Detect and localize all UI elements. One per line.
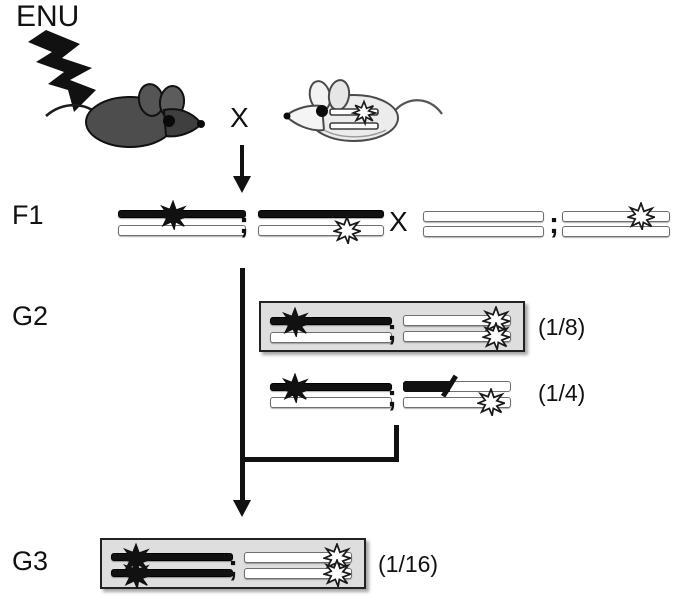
pair-separator: ; [387,380,397,413]
chromosome-bar [562,211,670,222]
f1-cross-symbol: X [389,206,408,237]
main-connector-line [240,268,245,506]
chromosome-bar [244,568,352,579]
chromosome-bar [111,569,233,577]
pair-separator: ; [549,207,559,240]
g2-branch-vertical [394,425,399,462]
enu-label: ENU [16,0,80,33]
generation-label-g3: G3 [12,546,49,576]
generation-label-g2: G2 [12,301,49,331]
g2-branch-horizontal [240,457,399,462]
balancer-female-mouse [282,78,454,148]
chromosome-bar [403,315,511,326]
chromosome-bar [403,331,511,342]
chromosome-bar [118,225,246,236]
generation-label-f1: F1 [12,200,44,230]
chromosome-bar [270,383,392,391]
parental-cross-symbol: X [230,102,249,133]
chromosome-bar [111,553,233,561]
chromosome-bar [270,397,392,408]
recombinant-black-segment [403,381,450,392]
pair-separator: ; [387,314,397,347]
lightning-bolt-icon [18,28,118,119]
chromosome-bar [244,552,352,563]
chromosome-bar [258,210,384,218]
mutagenized-male-mouse [38,74,206,150]
pair-separator: ; [239,207,249,240]
chromosome-bar [562,226,670,237]
chromosome-bar [270,317,392,325]
fraction-label-g3-row-1: (1/16) [378,551,439,577]
recombinant-chromosome-bar [403,381,511,392]
parental-arrow-head [233,176,251,193]
chromosome-bar [258,225,384,236]
parental-arrow-shaft [240,145,244,179]
chromosome-bar [403,397,511,408]
chromosome-bar [423,226,544,237]
chromosome-bar [270,332,392,343]
g3-arrow-head [233,500,251,517]
chromosome-bar [423,211,544,222]
fraction-label-g2-row-2: (1/4) [538,380,586,406]
pair-separator: ; [228,550,238,583]
chromosome-bar [118,210,246,218]
fraction-label-g2-row-1: (1/8) [538,314,586,340]
